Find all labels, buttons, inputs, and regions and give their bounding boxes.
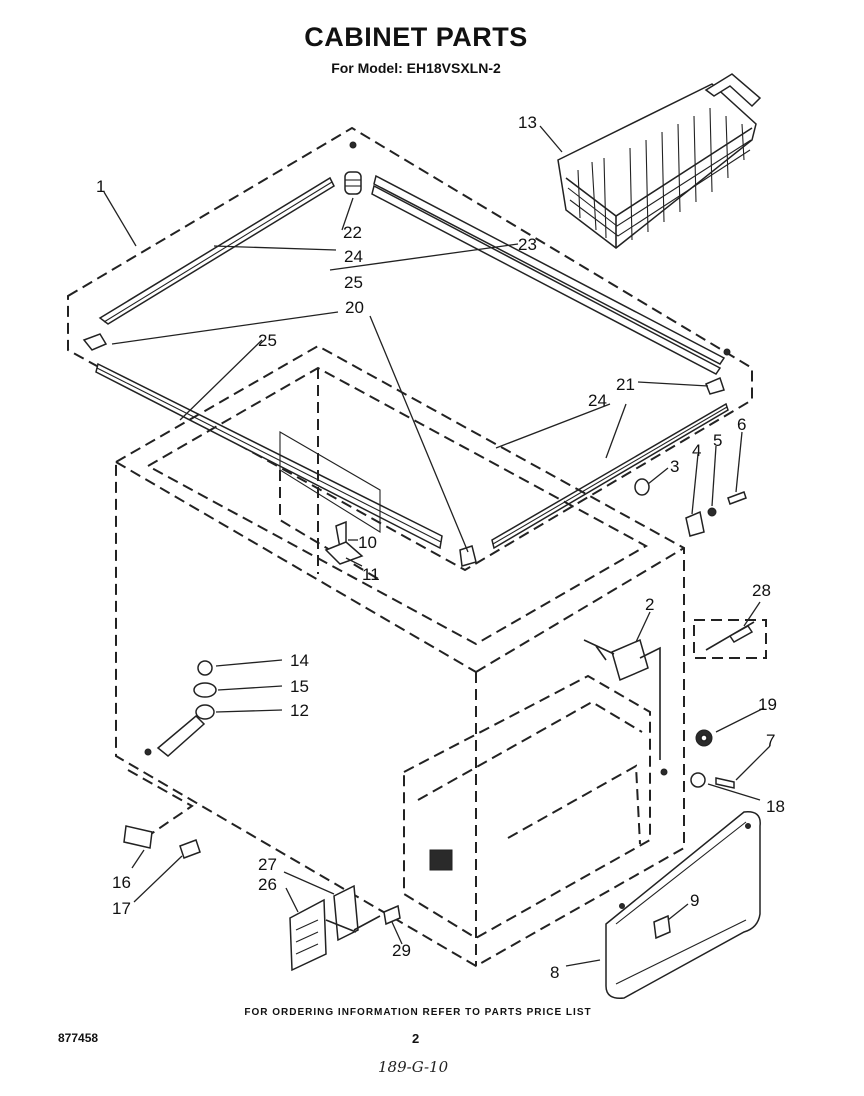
- screw-6: [727, 491, 747, 505]
- storage-basket: [557, 73, 762, 249]
- access-hole: [429, 849, 453, 871]
- hinge-4: [685, 510, 705, 537]
- leader-lines: [103, 125, 771, 967]
- callout-2: 2: [645, 595, 654, 614]
- callout-26: 26: [258, 875, 277, 894]
- hinge-bracket-front: [459, 545, 477, 567]
- control-assembly: [583, 619, 767, 789]
- drain-plug-16: [123, 825, 153, 849]
- page-number: 2: [412, 1031, 420, 1046]
- callout-3: 3: [670, 457, 679, 476]
- thermostat-2: [611, 638, 649, 682]
- screw-7: [715, 777, 735, 789]
- callout-4: 4: [692, 441, 701, 460]
- latch-hardware: [324, 520, 364, 565]
- screw-29: [383, 904, 401, 926]
- callout-16: 16: [112, 873, 131, 892]
- callout-25-front: 25: [258, 331, 277, 350]
- callout-28: 28: [752, 581, 771, 600]
- callout-23: 23: [518, 235, 537, 254]
- drain-cap-14: [197, 660, 213, 676]
- front-panel-assembly: [289, 811, 761, 999]
- drain-fitting-12: [195, 704, 215, 720]
- callout-11: 11: [362, 565, 380, 584]
- handwritten-code: 189-G-10: [378, 1058, 449, 1076]
- lid-stop-plug: [344, 171, 362, 195]
- model-line: For Model: EH18VSXLN-2: [331, 60, 501, 76]
- callout-6: 6: [737, 415, 746, 434]
- callout-14: 14: [290, 651, 309, 670]
- access-panel-8: [605, 811, 761, 999]
- callout-8: 8: [550, 963, 559, 982]
- callout-27: 27: [258, 855, 277, 874]
- callout-18: 18: [766, 797, 785, 816]
- callout-15: 15: [290, 677, 309, 696]
- callout-20: 20: [345, 298, 364, 317]
- callout-24-front: 24: [588, 391, 607, 410]
- callout-12: 12: [290, 701, 309, 720]
- power-light-26: [289, 898, 327, 972]
- screw-17: [179, 839, 201, 859]
- cabinet-body: [115, 344, 685, 968]
- callout-9: 9: [690, 891, 699, 910]
- light-bracket-27: [333, 884, 359, 942]
- cord-box-28: [693, 619, 767, 659]
- callout-1: 1: [96, 177, 105, 196]
- ordering-note: FOR ORDERING INFORMATION REFER TO PARTS …: [244, 1007, 592, 1018]
- document-number: 877458: [58, 1031, 99, 1045]
- callout-17: 17: [112, 899, 131, 918]
- callout-19: 19: [758, 695, 777, 714]
- hinge-washer-3: [634, 478, 650, 496]
- callout-29: 29: [392, 941, 411, 960]
- callout-7: 7: [766, 731, 775, 750]
- drain-gasket-15: [193, 682, 217, 698]
- screw-9: [653, 914, 671, 940]
- hinge-hardware: [634, 478, 747, 537]
- callout-13: 13: [518, 113, 537, 132]
- latch-plate-11: [324, 541, 364, 565]
- drain-tube: [156, 714, 206, 757]
- callout-10: 10: [358, 533, 377, 552]
- hinge-bracket-right: [705, 376, 725, 395]
- callout-numbers: 1 2 3 4 5 6 7 8 9 10 11 12 13 14 15 16 1…: [96, 113, 785, 982]
- knob-18: [690, 772, 706, 788]
- lock-washer-5: [707, 507, 717, 517]
- hinge-bracket-left: [82, 333, 108, 351]
- page-title: CABINET PARTS: [304, 22, 528, 52]
- callout-5: 5: [713, 431, 722, 450]
- lid-assembly: [67, 126, 753, 572]
- callout-24-back: 24: [344, 247, 363, 266]
- callout-21: 21: [616, 375, 635, 394]
- callout-25-back: 25: [344, 273, 363, 292]
- callout-22: 22: [343, 223, 362, 242]
- drain-assembly: [123, 660, 217, 859]
